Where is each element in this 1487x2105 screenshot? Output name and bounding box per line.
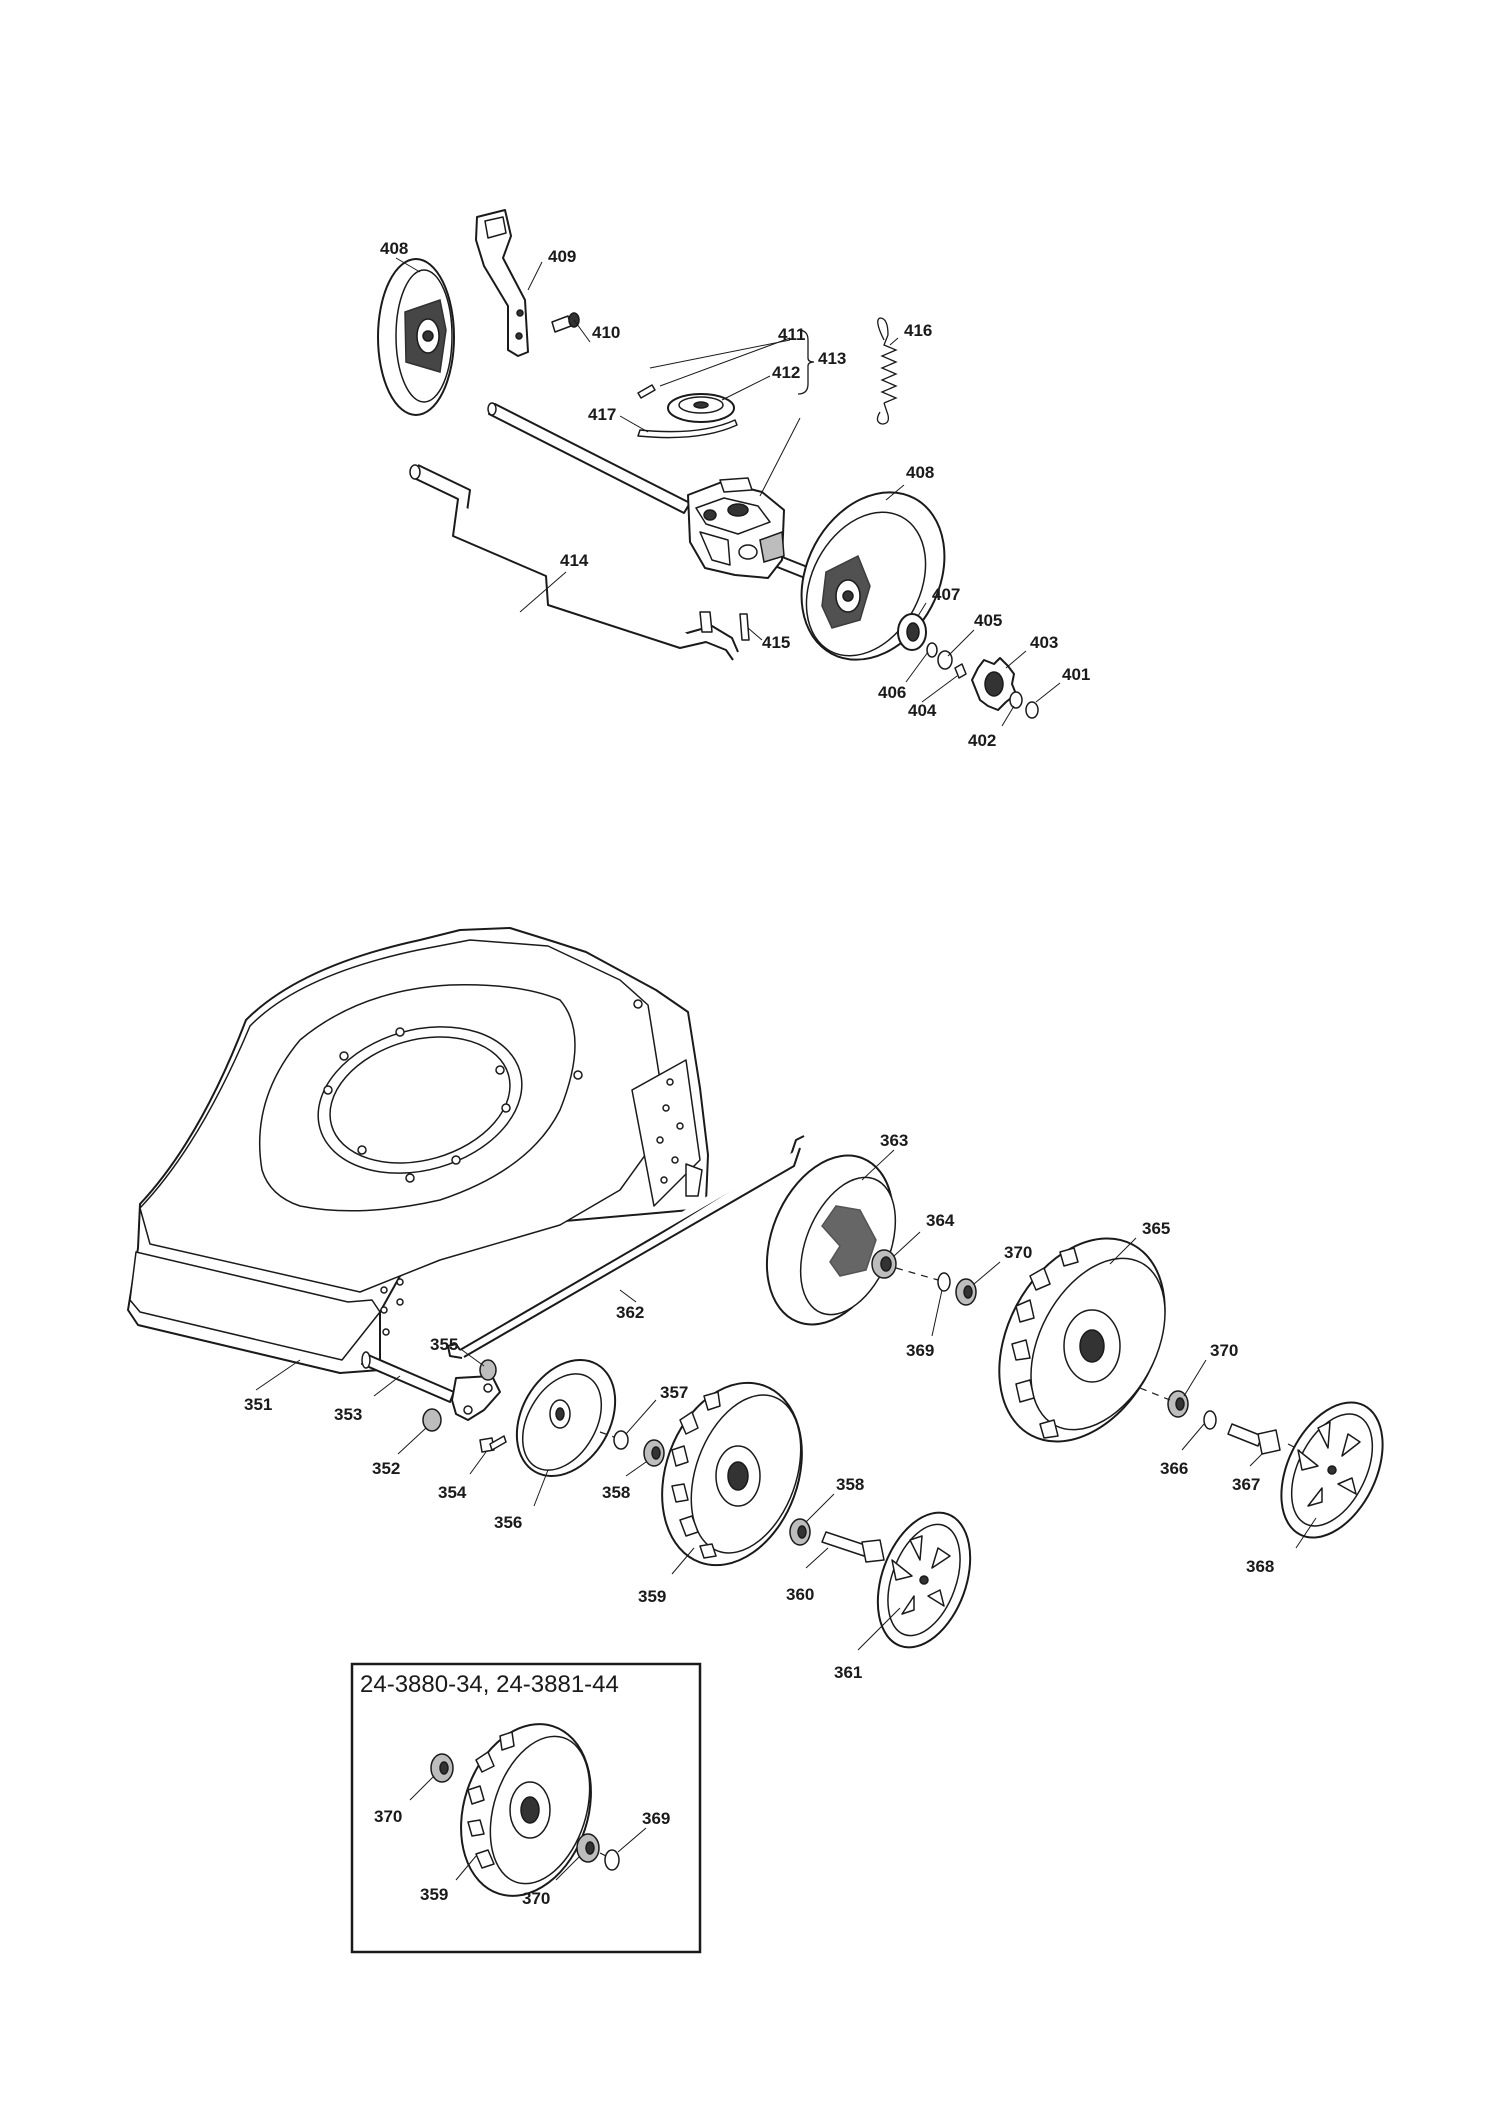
bushing-364 <box>871 1249 897 1279</box>
axis-lines <box>599 1267 1301 1451</box>
belt-417 <box>637 419 738 439</box>
pin-415 <box>739 613 750 641</box>
axle-rod-414 <box>409 464 739 661</box>
nut-358-right <box>789 1518 811 1546</box>
nut-358-left <box>643 1439 665 1467</box>
label-356: 356 <box>494 1513 522 1532</box>
label-364: 364 <box>926 1211 955 1230</box>
label-370-right: 370 <box>1210 1341 1238 1360</box>
label-415: 415 <box>762 633 790 652</box>
label-361: 361 <box>834 1663 862 1682</box>
circlip-401 <box>1025 701 1039 719</box>
inset-label-359: 359 <box>420 1885 448 1904</box>
inset-label-370-left: 370 <box>374 1807 402 1826</box>
label-359: 359 <box>638 1587 666 1606</box>
label-362: 362 <box>616 1303 644 1322</box>
label-351: 351 <box>244 1395 272 1414</box>
label-368: 368 <box>1246 1557 1274 1576</box>
rod-362 <box>447 1135 805 1359</box>
gearbox-413 <box>687 477 785 579</box>
label-366: 366 <box>1160 1459 1188 1478</box>
rear-wheel-365 <box>998 1237 1166 1443</box>
washer-366 <box>1203 1410 1217 1430</box>
nut-370 <box>955 1278 977 1306</box>
hub-cap-368 <box>1280 1401 1384 1539</box>
label-358-left: 358 <box>602 1483 630 1502</box>
label-406: 406 <box>878 683 906 702</box>
inset-label-370-right: 370 <box>522 1889 550 1908</box>
label-401: 401 <box>1062 665 1090 684</box>
leader-lines-top <box>395 257 1061 727</box>
label-367: 367 <box>1232 1475 1260 1494</box>
label-370-top: 370 <box>1004 1243 1032 1262</box>
inset-title: 24-3880-34, 24-3881-44 <box>360 1671 619 1698</box>
pinion-gear-403 <box>971 657 1017 711</box>
label-365: 365 <box>1142 1219 1170 1238</box>
label-414: 414 <box>560 551 589 570</box>
front-wheel-359 <box>661 1381 803 1567</box>
bolt-360 <box>821 1531 885 1563</box>
part-number-labels: 408 409 410 411 413 412 416 417 408 414 … <box>244 239 1274 1908</box>
bolt-367 <box>1227 1423 1281 1455</box>
label-409: 409 <box>548 247 576 266</box>
pulley-412 <box>667 393 735 423</box>
label-407: 407 <box>932 585 960 604</box>
inset-nut-370-right <box>576 1833 600 1863</box>
key-404 <box>954 663 967 679</box>
label-358-right: 358 <box>836 1475 864 1494</box>
label-354: 354 <box>438 1483 467 1502</box>
mower-deck-351 <box>127 927 709 1374</box>
inset-label-369: 369 <box>642 1809 670 1828</box>
spring-416 <box>876 317 898 425</box>
label-403: 403 <box>1030 633 1058 652</box>
label-363: 363 <box>880 1131 908 1150</box>
label-417: 417 <box>588 405 616 424</box>
bearing-407 <box>897 613 927 651</box>
height-bracket <box>451 1375 501 1421</box>
inset-box <box>350 1662 702 1954</box>
label-353: 353 <box>334 1405 362 1424</box>
inset-nut-370-left <box>430 1753 454 1783</box>
bolt-354 <box>479 1435 507 1453</box>
label-416: 416 <box>904 321 932 340</box>
label-408-right: 408 <box>906 463 934 482</box>
nut-355 <box>479 1359 497 1381</box>
label-355: 355 <box>430 1335 458 1354</box>
pin-411 <box>637 384 656 399</box>
label-405: 405 <box>974 611 1002 630</box>
disc-356 <box>515 1358 617 1478</box>
label-412: 412 <box>772 363 800 382</box>
drive-cover-left-408 <box>377 258 455 416</box>
bushing-352 <box>422 1408 442 1432</box>
label-402: 402 <box>968 731 996 750</box>
washer-402 <box>1009 691 1023 709</box>
label-404: 404 <box>908 701 937 720</box>
nut-370-right <box>1167 1390 1189 1418</box>
gear-rim-363 <box>765 1154 897 1326</box>
label-408: 408 <box>380 239 408 258</box>
washer-406 <box>926 642 938 658</box>
label-357: 357 <box>660 1383 688 1402</box>
washer-369 <box>937 1272 951 1292</box>
washer-357 <box>613 1430 629 1450</box>
label-360: 360 <box>786 1585 814 1604</box>
label-410: 410 <box>592 323 620 342</box>
bracket-409 <box>475 209 529 357</box>
label-413: 413 <box>818 349 846 368</box>
axle-bar-353 <box>361 1351 455 1403</box>
screw-410 <box>551 312 580 333</box>
hub-cap-361 <box>876 1511 972 1649</box>
label-411: 411 <box>778 325 805 344</box>
label-352: 352 <box>372 1459 400 1478</box>
bracket-413 <box>797 329 815 395</box>
inset-washer-369 <box>604 1849 620 1871</box>
leader-lines-bottom <box>255 1149 1317 1651</box>
inset-wheel-359 <box>460 1723 592 1897</box>
label-369: 369 <box>906 1341 934 1360</box>
